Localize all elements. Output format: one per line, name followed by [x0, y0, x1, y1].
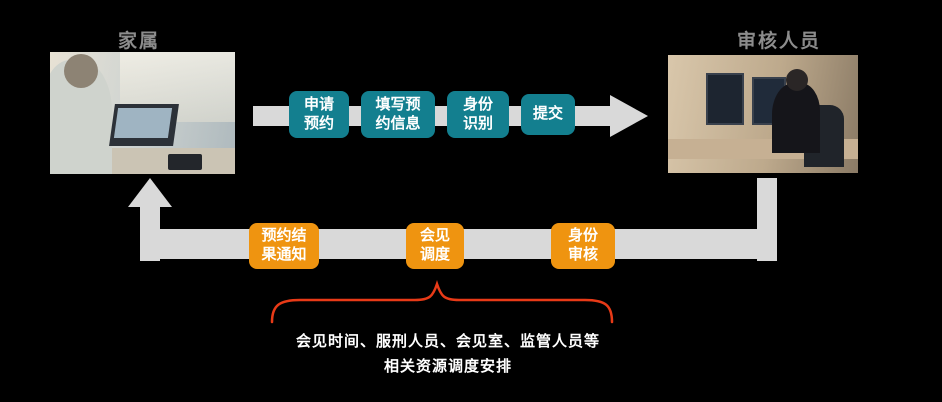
- actor-label-reviewer: 审核人员: [737, 31, 822, 52]
- step-meeting-scheduling: 会见 调度: [406, 223, 464, 269]
- step-identity-audit: 身份 审核: [551, 223, 615, 269]
- forward-arrow-head: [610, 95, 648, 137]
- step-fill-appointment-info: 填写预 约信息: [361, 91, 435, 138]
- return-arrow-head: [128, 178, 172, 207]
- reviewer-person-silhouette: [772, 83, 820, 153]
- family-photo: [50, 52, 235, 174]
- family-person-head: [64, 54, 98, 88]
- step-apply-appointment: 申请 预约: [289, 91, 349, 138]
- reviewer-photo: [668, 55, 858, 173]
- step-result-notification: 预约结 果通知: [249, 223, 319, 269]
- step-identity-recognition: 身份 识别: [447, 91, 509, 138]
- return-arrow-left-vertical: [140, 205, 160, 261]
- monitor: [706, 73, 744, 125]
- annotation-line1: 会见时间、服刑人员、会见室、监管人员等: [295, 333, 600, 350]
- brace: [270, 280, 614, 324]
- tablet: [168, 154, 202, 170]
- reviewer-person-head: [786, 69, 808, 91]
- annotation-line2: 相关资源调度安排: [383, 358, 512, 375]
- step-submit: 提交: [521, 94, 575, 135]
- actor-label-family: 家属: [118, 31, 161, 52]
